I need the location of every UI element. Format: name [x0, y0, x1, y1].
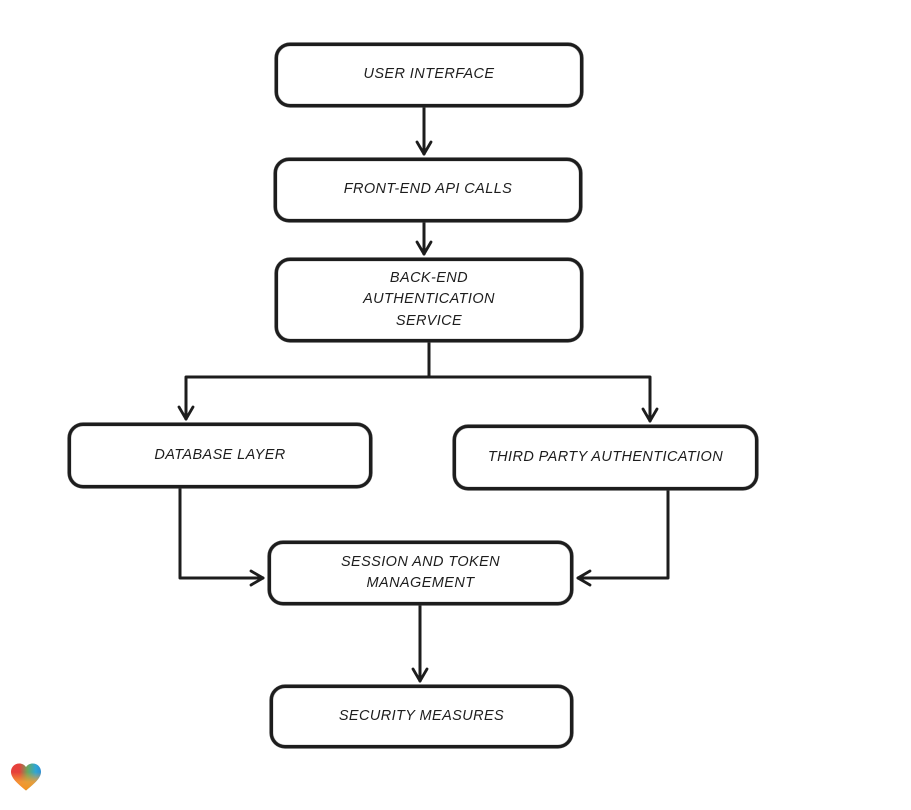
- edge-be-to-db: [177, 340, 431, 421]
- edge-tp-to-ss: [576, 488, 670, 587]
- node-security-measures: SECURITY MEASURES: [270, 685, 573, 748]
- node-back-end-authentication-service-label: BACK-END AUTHENTICATION SERVICE: [363, 270, 495, 329]
- node-third-party-authentication: THIRD PARTY AUTHENTICATION: [453, 425, 758, 490]
- node-front-end-api-calls-label: FRONT-END API CALLS: [343, 181, 513, 198]
- node-user-interface-label: USER INTERFACE: [363, 66, 495, 83]
- gradient-heart-icon: [11, 763, 41, 791]
- node-session-and-token-management-label: SESSION AND TOKEN MANAGEMENT: [340, 553, 501, 591]
- node-back-end-authentication-service: BACK-END AUTHENTICATION SERVICE: [275, 258, 583, 342]
- node-front-end-api-calls: FRONT-END API CALLS: [274, 158, 582, 222]
- node-database-layer: DATABASE LAYER: [68, 423, 372, 488]
- node-user-interface: USER INTERFACE: [275, 43, 583, 107]
- node-third-party-authentication-label: THIRD PARTY AUTHENTICATION: [487, 448, 724, 465]
- edge-be-to-tp: [427, 375, 659, 423]
- node-database-layer-label: DATABASE LAYER: [154, 446, 286, 463]
- edge-db-to-ss: [178, 486, 265, 587]
- gradient-heart-logo[interactable]: [8, 759, 44, 795]
- node-security-measures-label: SECURITY MEASURES: [338, 707, 505, 724]
- node-session-and-token-management: SESSION AND TOKEN MANAGEMENT: [268, 541, 573, 605]
